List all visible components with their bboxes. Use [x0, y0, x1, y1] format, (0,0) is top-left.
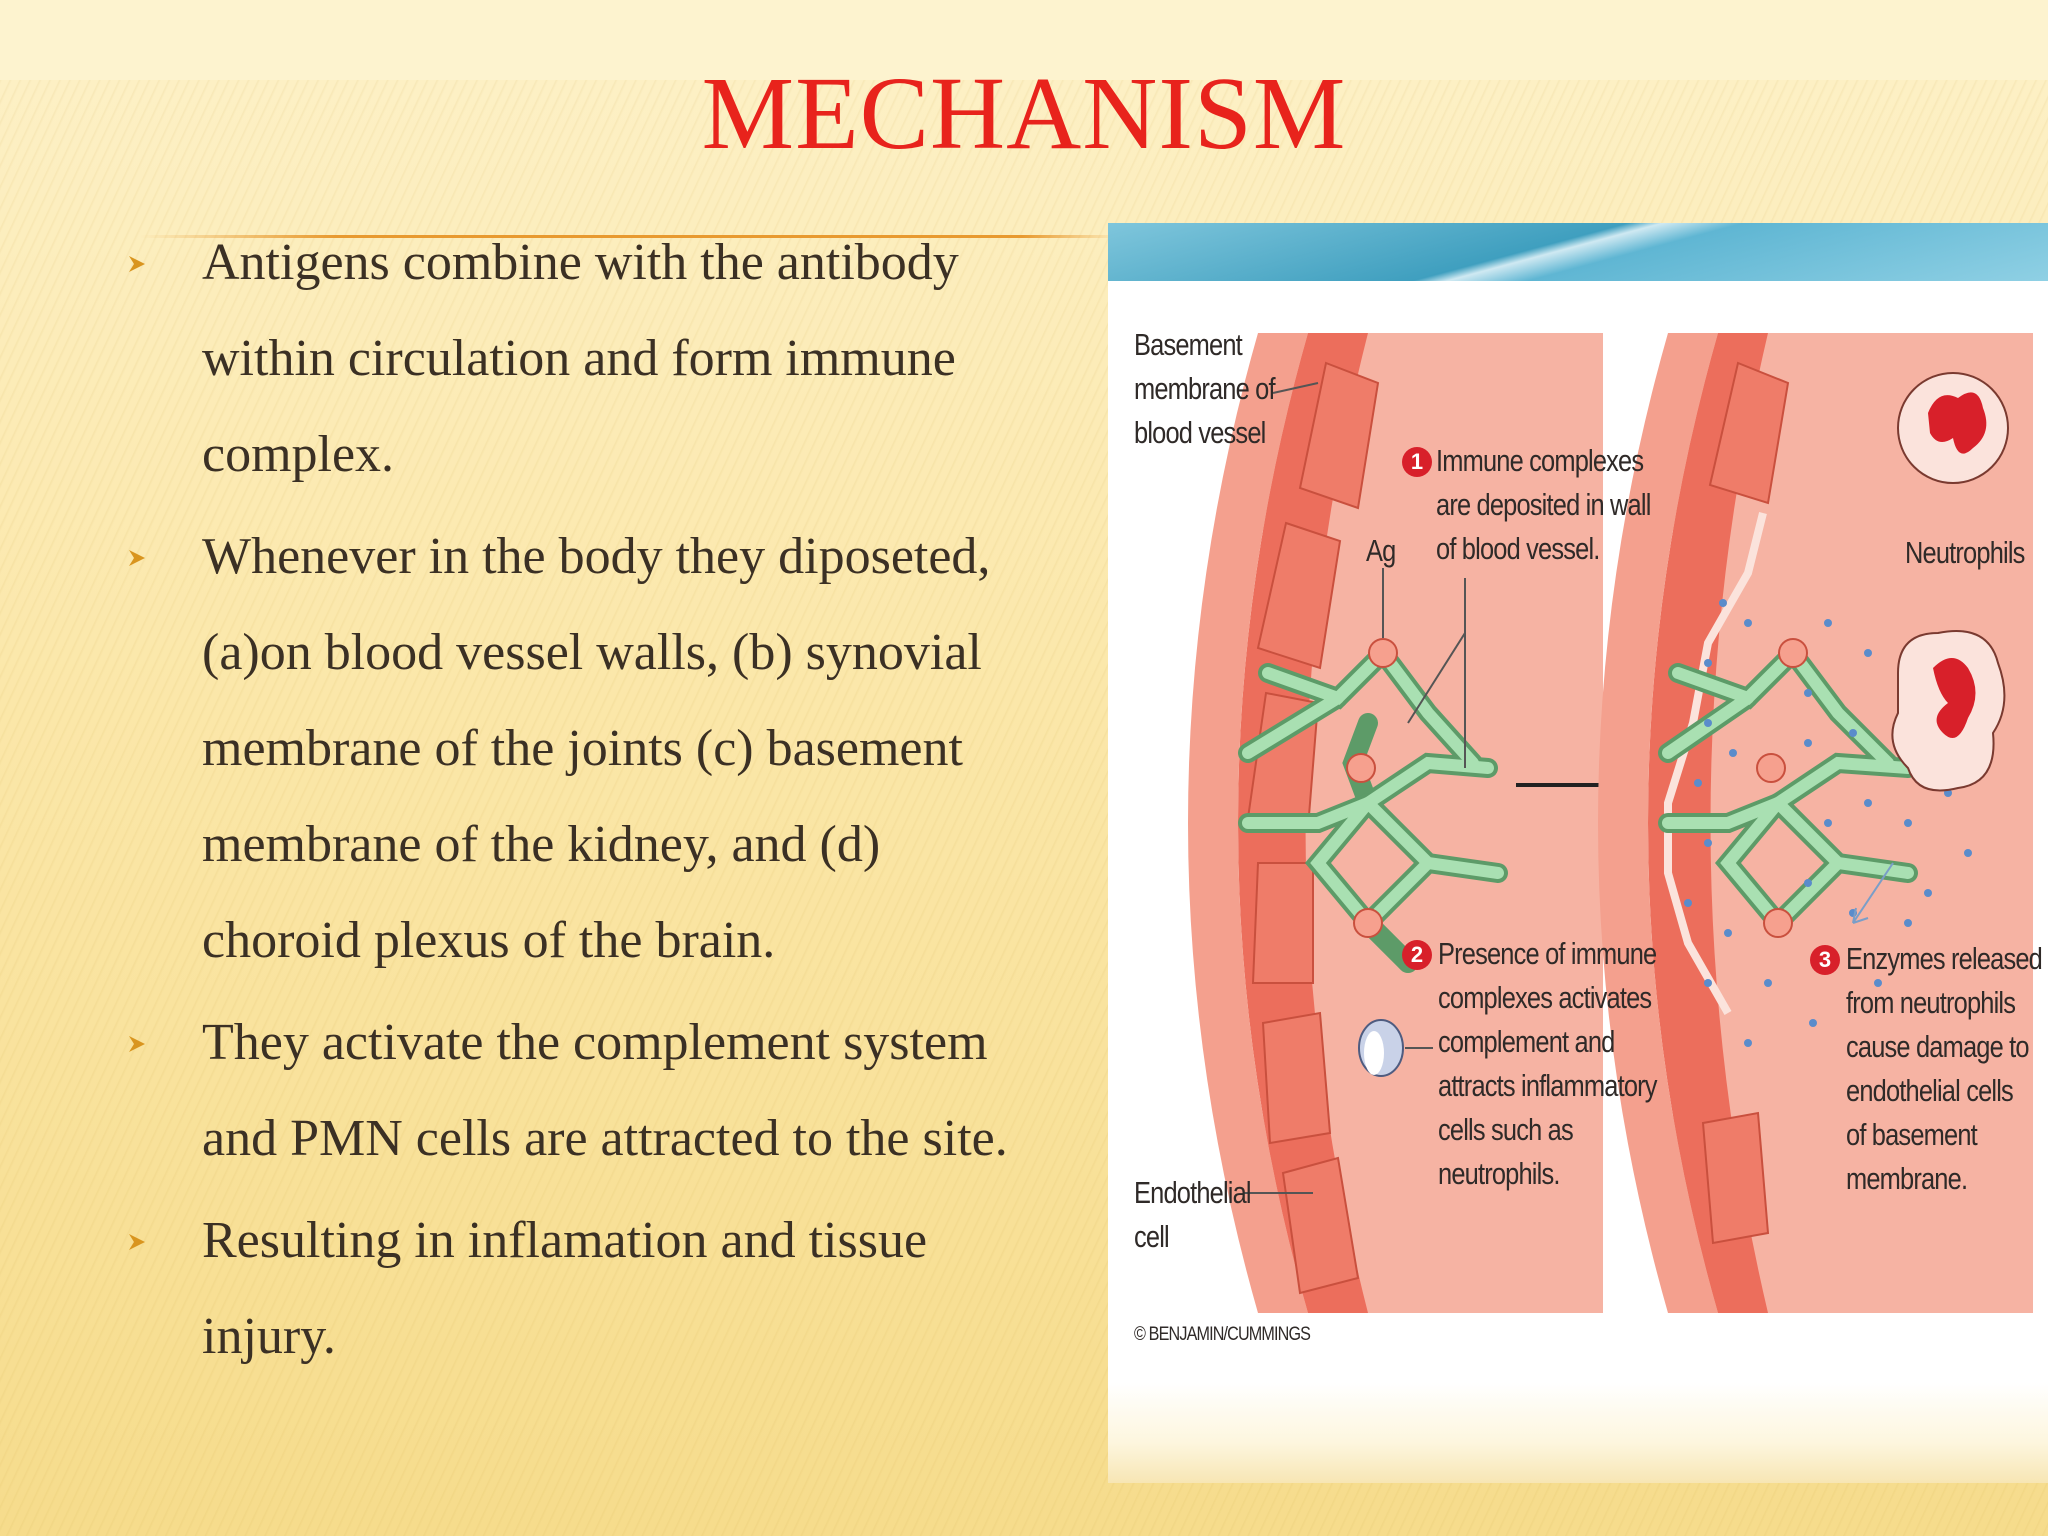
bullet-line: complex.: [202, 426, 395, 483]
label-line: of blood vessel.: [1436, 531, 1600, 566]
step-1-text: Immune complexes are deposited in wall o…: [1436, 439, 1651, 571]
figure-credit: © BENJAMIN/CUMMINGS: [1134, 1324, 1311, 1345]
bullet-item: Resulting in inflamation and tissue inju…: [120, 1193, 1080, 1385]
bullet-list: Antigens combine with the antibody withi…: [120, 215, 1080, 1385]
bullet-item: They activate the complement system and …: [120, 995, 1080, 1187]
bullet-line: and PMN cells are attracted to the site.: [202, 1110, 1008, 1167]
bullet-item: Antigens combine with the antibody withi…: [120, 215, 1080, 503]
bullet-item: Whenever in the body they diposeted, (a)…: [120, 509, 1080, 989]
bullet-line: Antigens combine with the antibody: [202, 234, 959, 291]
basement-membrane-label: Basement membrane of blood vessel: [1134, 323, 1276, 455]
figure-illustration: [1188, 333, 2033, 1313]
label-line: membrane.: [1846, 1161, 1968, 1196]
bullet-line: Whenever in the body they diposeted,: [202, 528, 991, 585]
label-line: cause damage to: [1846, 1029, 2030, 1064]
bullet-line: membrane of the joints (c) basement: [202, 720, 963, 777]
step-3-text: Enzymes released from neutrophils cause …: [1846, 937, 2043, 1201]
top-band: [0, 0, 2048, 80]
label-line: membrane of: [1134, 371, 1276, 406]
step-2-text: Presence of immune complexes activates c…: [1438, 932, 1658, 1196]
label-line: cells such as: [1438, 1112, 1574, 1147]
label-line: Endothelial: [1134, 1175, 1252, 1210]
bullet-line: within circulation and form immune: [202, 330, 956, 387]
label-line: cell: [1134, 1219, 1170, 1254]
endothelial-cell-label: Endothelial cell: [1134, 1171, 1252, 1259]
label-line: blood vessel: [1134, 415, 1266, 450]
neutrophil-icon: [1897, 372, 2009, 484]
label-line: endothelial cells: [1846, 1073, 2014, 1108]
arrow-bullet-icon: [125, 995, 165, 1091]
bullet-line: injury.: [202, 1308, 336, 1365]
label-line: of basement: [1846, 1117, 1978, 1152]
neutrophils-label: Neutrophils: [1905, 535, 2025, 570]
bullet-line: (a)on blood vessel walls, (b) synovial: [202, 624, 982, 681]
label-line: from neutrophils: [1846, 985, 2016, 1020]
antigen-left: [1346, 638, 1398, 938]
label-line: Basement: [1134, 327, 1243, 362]
arrow-bullet-icon: [125, 509, 165, 605]
mechanism-figure: Basement membrane of blood vessel Ag 1 I…: [1108, 223, 2048, 1483]
step-3-badge: 3: [1810, 945, 1840, 975]
label-line: neutrophils.: [1438, 1156, 1560, 1191]
arrow-bullet-icon: [125, 1193, 165, 1289]
bullet-line: They activate the complement system: [202, 1014, 988, 1071]
label-line: are deposited in wall: [1436, 487, 1651, 522]
bullet-line: choroid plexus of the brain.: [202, 912, 776, 969]
bullet-line: membrane of the kidney, and (d): [202, 816, 881, 873]
arrow-bullet-icon: [125, 215, 165, 311]
label-line: Enzymes released: [1846, 941, 2043, 976]
complement-icon: [1358, 1019, 1433, 1077]
vessel-left: [1188, 333, 1603, 1313]
antigen-label: Ag: [1366, 533, 1396, 568]
slide-title: MECHANISM: [701, 56, 1347, 171]
step-1-badge: 1: [1402, 447, 1432, 477]
label-line: complement and: [1438, 1024, 1615, 1059]
label-line: attracts inflammatory: [1438, 1068, 1658, 1103]
label-line: Immune complexes: [1436, 443, 1644, 478]
neutrophil-icon: [1891, 630, 2006, 792]
label-line: complexes activates: [1438, 980, 1652, 1015]
label-line: Presence of immune: [1438, 936, 1657, 971]
title-underline: [140, 235, 1120, 238]
figure-header-band: [1108, 223, 2048, 281]
step-2-badge: 2: [1402, 940, 1432, 970]
figure-footer-fade: [1108, 1383, 2048, 1483]
bullet-line: Resulting in inflamation and tissue: [202, 1212, 928, 1269]
